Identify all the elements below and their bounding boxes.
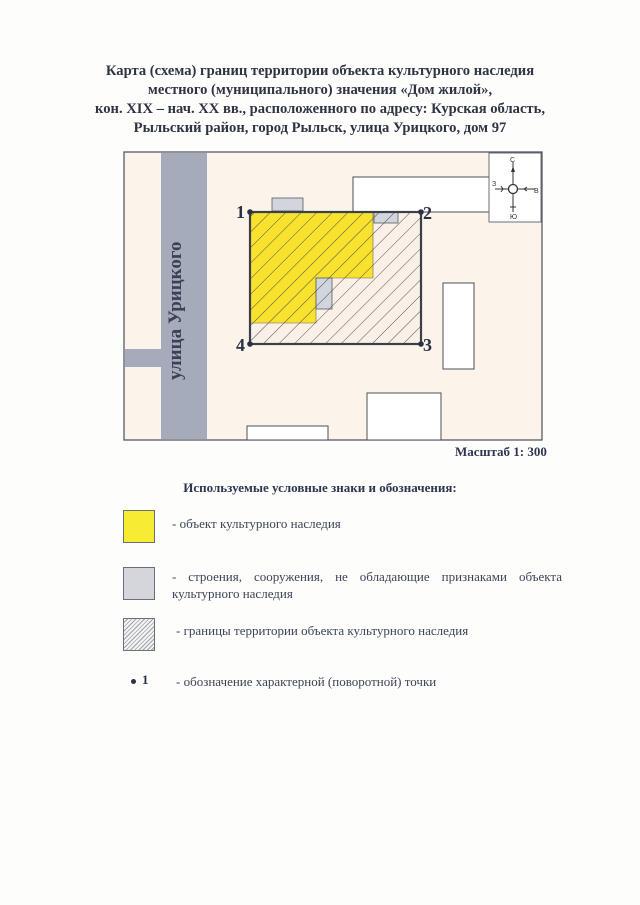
legend-title: Используемые условные знаки и обозначени… — [183, 480, 457, 495]
svg-text:В: В — [534, 188, 539, 195]
boundary-map: С Ю З В 1 2 3 4 — [123, 151, 543, 441]
point-3 — [418, 341, 424, 347]
point-label-4: 4 — [236, 335, 245, 355]
svg-text:Ю: Ю — [510, 214, 517, 221]
title-line-4: Рыльский район, город Рыльск, улица Уриц… — [133, 120, 507, 136]
map-scale: Масштаб 1: 300 — [455, 444, 547, 459]
point-2 — [418, 209, 424, 215]
point-dot-icon — [131, 679, 136, 684]
svg-text:З: З — [492, 181, 496, 188]
boundary-points: 1 2 3 4 — [236, 202, 432, 355]
street-label: улица Урицкого — [165, 241, 186, 380]
title-line-2: местного (муниципального) значения «Дом … — [147, 82, 493, 98]
gray-building-north — [271, 197, 304, 212]
yellow-square-icon — [123, 510, 155, 543]
compass-rose-icon: С Ю З В — [492, 157, 539, 221]
territory-boundary — [248, 210, 423, 346]
title-line-3: кон. XIX – нач. XX вв., расположенного п… — [95, 101, 545, 117]
title-line-1: Карта (схема) границ территории объекта … — [105, 63, 535, 79]
building-south-east — [366, 392, 442, 441]
building-north — [352, 176, 490, 213]
point-label-1: 1 — [236, 202, 245, 222]
point-label-2: 2 — [423, 203, 432, 223]
point-1 — [247, 209, 253, 215]
gray-square-icon — [123, 567, 155, 600]
hatched-square-icon — [123, 618, 155, 651]
document-title: Карта (схема) границ территории объекта … — [60, 62, 580, 138]
point-4 — [247, 341, 253, 347]
territory-hatch — [250, 212, 421, 344]
side-street — [125, 349, 163, 367]
building-south-west — [246, 425, 329, 441]
svg-text:С: С — [510, 157, 515, 164]
building-east — [442, 282, 475, 370]
point-label-3: 3 — [423, 335, 432, 355]
street-urickogo — [161, 153, 207, 439]
